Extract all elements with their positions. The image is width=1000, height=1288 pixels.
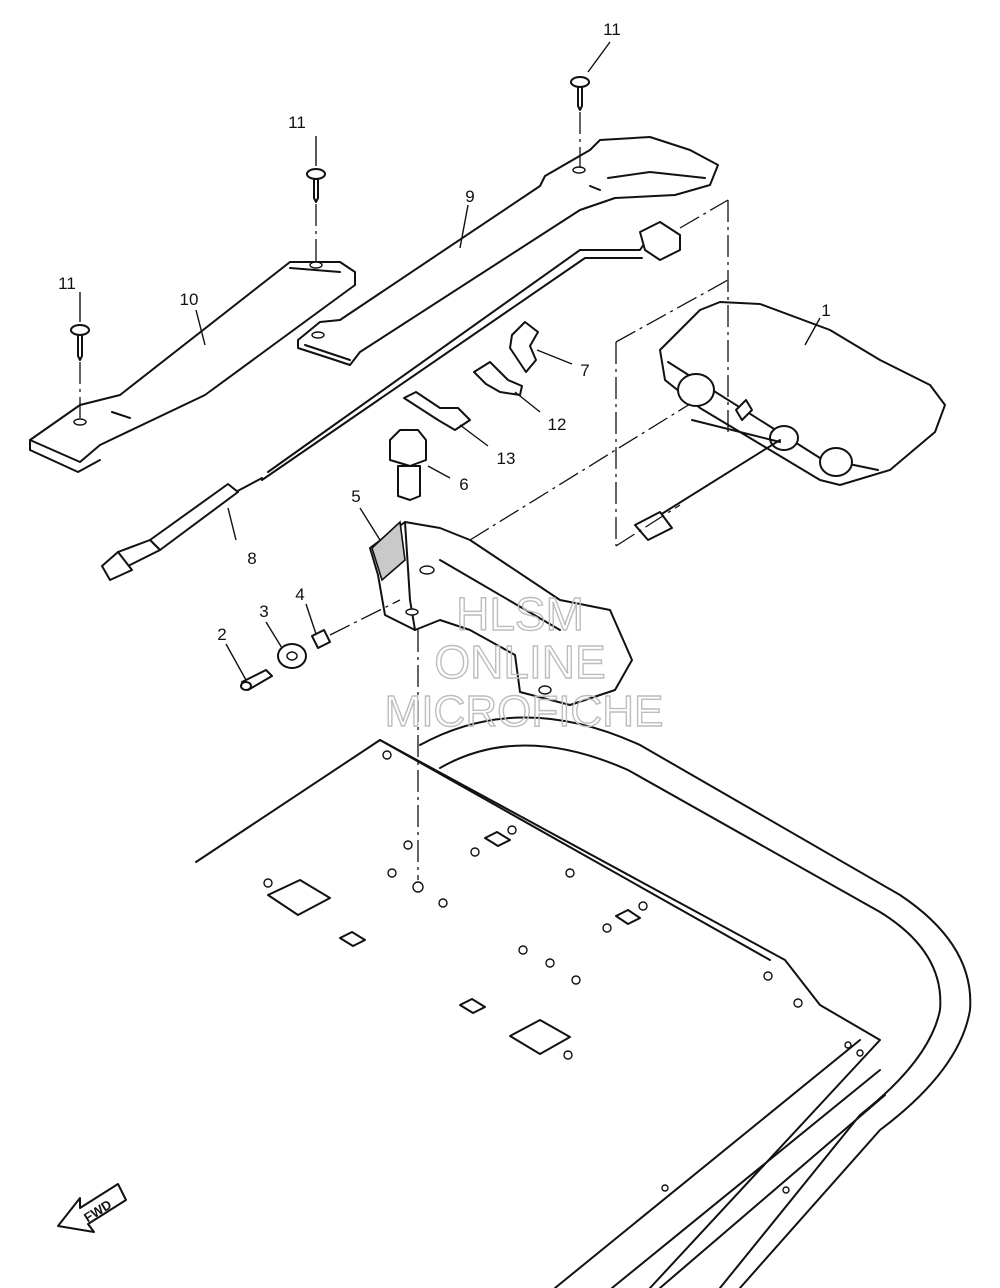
fwd-arrow-icon: FWD	[57, 1183, 127, 1233]
screw-11-right	[570, 76, 590, 168]
watermark: HLSM ONLINE MICROFICHE	[384, 587, 664, 736]
screw-11-middle	[306, 168, 326, 262]
callout-5: 5	[351, 487, 360, 506]
part-10-side-cover[interactable]	[29, 261, 356, 473]
callout-7: 7	[580, 361, 589, 380]
watermark-line-2: ONLINE	[434, 636, 605, 688]
callout-11-right: 11	[603, 20, 621, 39]
leader-lines	[79, 41, 611, 681]
callout-1: 1	[821, 301, 830, 320]
part-8-wire-lead[interactable]	[101, 221, 681, 581]
callout-2: 2	[217, 625, 226, 644]
callout-12: 12	[548, 415, 567, 434]
rack-holes	[263, 750, 864, 1194]
callout-9: 9	[465, 187, 474, 206]
callout-11-middle: 11	[288, 113, 306, 132]
callout-8: 8	[247, 549, 256, 568]
callout-11-left: 11	[58, 274, 76, 293]
callout-10: 10	[180, 290, 199, 309]
part-12-clamp[interactable]	[473, 361, 541, 413]
screw-11-left	[70, 324, 90, 418]
part-13-bracket[interactable]	[403, 391, 489, 447]
part-9-side-cover[interactable]	[297, 136, 719, 366]
callout-4: 4	[295, 585, 304, 604]
callout-6: 6	[459, 475, 468, 494]
part-1-tail-light[interactable]	[469, 199, 946, 547]
callout-3: 3	[259, 602, 268, 621]
part-2-screw[interactable]	[240, 669, 273, 691]
callout-13: 13	[497, 449, 516, 468]
part-5-bracket[interactable]	[369, 520, 633, 880]
part-3-grommet[interactable]	[277, 643, 307, 669]
part-6-bolt[interactable]	[389, 429, 451, 501]
callout-labels: 1 2 3 4 5 6 7 8 9 10 11 11 11 12 13	[58, 20, 831, 644]
part-11-screws[interactable]	[70, 76, 590, 418]
rack-frame	[195, 716, 972, 1288]
watermark-line-3: MICROFICHE	[385, 687, 664, 736]
watermark-line-1: HLSM	[456, 588, 584, 640]
part-4-collar[interactable]	[311, 599, 401, 649]
part-7-clip[interactable]	[509, 321, 573, 373]
